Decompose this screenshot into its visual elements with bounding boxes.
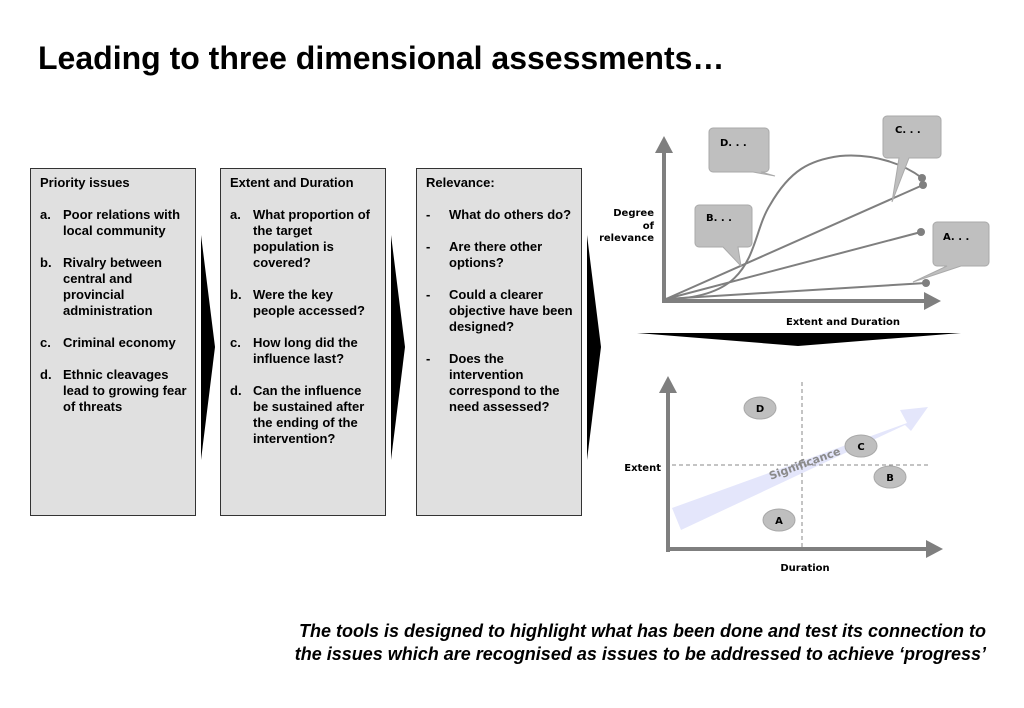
assessment-diagram: D. . . C. . . B. . . A. . . Degree of re… — [600, 115, 990, 574]
list-marker: - — [426, 207, 431, 222]
point-a: A — [762, 508, 796, 532]
list-marker: c. — [40, 335, 51, 350]
point-b-label: B — [886, 473, 894, 484]
list-item: c. Criminal economy — [40, 335, 187, 351]
list-item: d. Can the influence be sustained after t… — [230, 383, 377, 447]
list-item: d. Ethnic cleavages lead to growing fear … — [40, 367, 187, 415]
list-item: a. Poor relations with local community — [40, 207, 187, 239]
list-item-text: Are there other options? — [449, 239, 543, 270]
list-item-text: Could a clearer objective have been desi… — [449, 287, 573, 334]
curve-a — [665, 282, 927, 300]
chevron-arrow-3 — [587, 235, 601, 460]
callout-a: A. . . — [912, 221, 990, 283]
priority-issues-box: Priority issues a. Poor relations with lo… — [30, 168, 196, 516]
list-item-text: Were the key people accessed? — [253, 287, 365, 318]
endpoint-dot — [919, 181, 927, 189]
box-heading: Relevance: — [426, 175, 495, 190]
callout-a-label: A. . . — [943, 232, 969, 243]
endpoint-dot — [917, 228, 925, 236]
list-item-text: Poor relations with local community — [63, 207, 181, 238]
significance-label: Significance — [767, 445, 842, 483]
list-item-text: Ethnic cleavages lead to growing fear of… — [63, 367, 187, 414]
callout-d: D. . . — [708, 127, 776, 177]
list-item: b. Were the key people accessed? — [230, 287, 377, 319]
curve-c-line — [665, 184, 924, 300]
extent-duration-box: Extent and Duration a. What proportion of… — [220, 168, 386, 516]
callout-c-label: C. . . — [895, 125, 921, 136]
endpoint-dot — [922, 279, 930, 287]
footer-line-1: The tools is designed to highlight what … — [298, 621, 986, 641]
point-a-label: A — [775, 516, 783, 527]
list-item-text: Does the intervention correspond to the … — [449, 351, 560, 414]
list-item-text: What proportion of the target population… — [253, 207, 370, 270]
list-item: - Are there other options? — [426, 239, 573, 271]
list-marker: a. — [230, 207, 241, 222]
callout-c: C. . . — [882, 115, 942, 203]
relevance-box: Relevance: - What do others do? - Are ther… — [416, 168, 582, 516]
significance-arrow — [672, 407, 928, 530]
relevance-axis-label-3: relevance — [600, 233, 654, 244]
duration-axis-label: Duration — [780, 563, 829, 574]
list-item-text: Rivalry between central and provincial a… — [63, 255, 162, 318]
list-item: c. How long did the influence last? — [230, 335, 377, 367]
box-heading: Extent and Duration — [230, 175, 354, 190]
list-item: b. Rivalry between central and provincial… — [40, 255, 187, 319]
page-title: Leading to three dimensional assessments… — [38, 40, 725, 76]
curve-b — [665, 231, 922, 300]
point-d: D — [743, 396, 777, 420]
point-c: C — [844, 434, 878, 458]
list-item: - Could a clearer objective have been des… — [426, 287, 573, 335]
list-item-text: What do others do? — [449, 207, 572, 222]
box-heading: Priority issues — [40, 175, 130, 190]
list-item-text: How long did the influence last? — [253, 335, 358, 366]
relevance-curves — [665, 154, 927, 300]
list-marker: c. — [230, 335, 241, 350]
extent-chart-axes — [659, 376, 943, 558]
list-item: - What do others do? — [426, 207, 573, 223]
chevron-arrow-1 — [201, 235, 215, 460]
list-item-text: Can the influence be sustained after the… — [253, 383, 365, 446]
relevance-axis-label-2: of — [643, 221, 655, 232]
point-d-label: D — [756, 404, 764, 415]
list-item-text: Criminal economy — [63, 335, 176, 350]
relevance-chart-axes — [655, 136, 941, 310]
list-marker: b. — [40, 255, 52, 270]
down-chevron — [637, 333, 961, 346]
list-marker: - — [426, 287, 431, 302]
chevron-arrow-2 — [391, 235, 405, 460]
list-item: - Does the intervention correspond to the… — [426, 351, 573, 415]
callout-d-label: D. . . — [720, 138, 747, 149]
list-marker: d. — [40, 367, 52, 382]
point-c-label: C — [857, 442, 864, 453]
list-marker: - — [426, 351, 431, 366]
point-b: B — [873, 465, 907, 489]
curve-d-s — [665, 154, 923, 300]
extent-duration-axis-label: Extent and Duration — [786, 317, 900, 328]
extent-axis-label: Extent — [624, 463, 661, 474]
callout-b-label: B. . . — [706, 213, 732, 224]
list-marker: d. — [230, 383, 242, 398]
footer-note: The tools is designed to highlight what … — [226, 620, 986, 666]
callout-b: B. . . — [694, 204, 753, 268]
list-marker: a. — [40, 207, 51, 222]
relevance-axis-label-1: Degree — [613, 208, 654, 219]
list-marker: b. — [230, 287, 242, 302]
endpoint-dot — [918, 174, 926, 182]
list-marker: - — [426, 239, 431, 254]
list-item: a. What proportion of the target populati… — [230, 207, 377, 271]
footer-line-2: the issues which are recognised as issue… — [294, 644, 986, 664]
